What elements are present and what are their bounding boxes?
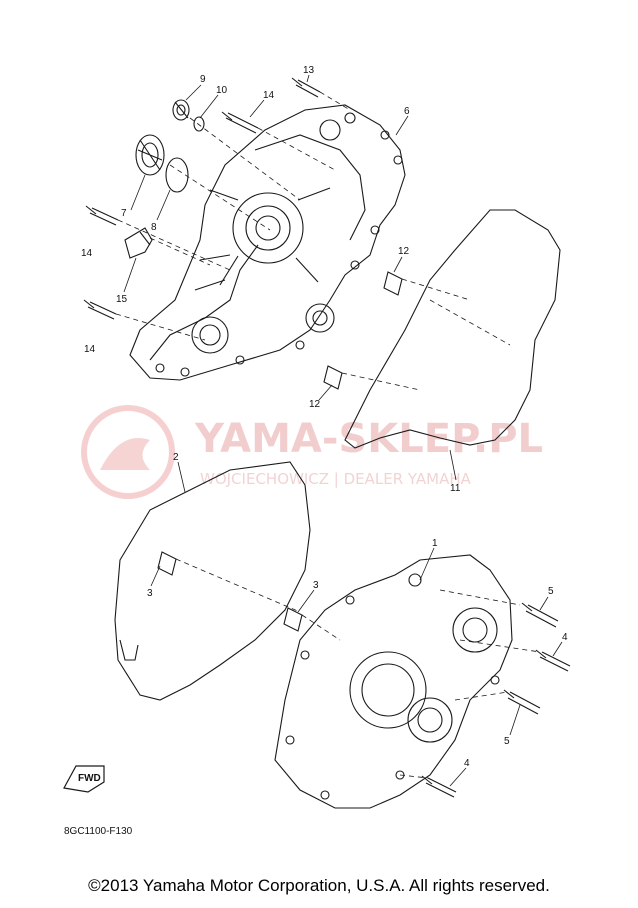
dowel-3-a	[157, 551, 177, 576]
watermark-logo-mark	[100, 438, 150, 470]
callout-5-lower: 5	[504, 736, 510, 747]
gasket-2-tab	[119, 639, 139, 661]
leader-lines	[115, 91, 541, 779]
fwd-arrow-icon	[63, 765, 105, 793]
bolt-5-b	[503, 689, 541, 715]
callout-14-mid: 14	[81, 248, 93, 259]
crankcase-cover-lower	[274, 554, 513, 809]
bolt-4-a	[535, 649, 571, 672]
callout-15: 15	[116, 294, 128, 305]
part-7-plug	[135, 134, 165, 176]
bolt-4-b	[421, 775, 457, 798]
callout-3-right: 3	[313, 580, 319, 591]
callout-3-left: 3	[147, 588, 153, 599]
watermark: YAMA-SKLEP.PL WOJCIECHOWICZ | DEALER YAM…	[81, 405, 543, 499]
watermark-logo-circle	[81, 405, 175, 499]
callout-12-upper: 12	[398, 246, 410, 257]
bolt-14-b	[85, 205, 119, 226]
dowel-3-b	[283, 607, 303, 632]
callout-ticks	[123, 74, 563, 787]
callout-13: 13	[303, 65, 315, 76]
callout-5-upper: 5	[548, 586, 554, 597]
callout-12-lower: 12	[309, 399, 321, 410]
callout-4-lower: 4	[464, 758, 470, 769]
callout-14-low: 14	[84, 344, 96, 355]
watermark-subtitle: WOJCIECHOWICZ | DEALER YAMAHA	[200, 470, 472, 488]
part-10-o-ring	[193, 116, 205, 132]
part-8-o-ring	[165, 157, 189, 193]
bolt-13	[291, 77, 321, 98]
bolt-14-a	[221, 111, 259, 134]
gasket-2	[114, 461, 311, 701]
callout-10: 10	[216, 85, 228, 96]
part-15-clamp	[124, 227, 153, 259]
callout-2: 2	[173, 452, 179, 463]
callout-1: 1	[432, 538, 438, 549]
diagram-code: 8GC1100-F130	[64, 826, 133, 837]
callout-6: 6	[404, 106, 410, 117]
callout-9: 9	[200, 74, 206, 85]
copyright-footer: ©2013 Yamaha Motor Corporation, U.S.A. A…	[88, 876, 550, 895]
part-9-plug	[172, 99, 190, 121]
dowel-12-a	[383, 271, 403, 296]
callout-4-upper: 4	[562, 632, 568, 643]
callout-7: 7	[121, 208, 127, 219]
fwd-label: FWD	[78, 773, 101, 784]
watermark-title: YAMA-SKLEP.PL	[194, 416, 543, 462]
crankcase-cover-upper	[129, 104, 406, 381]
callout-11: 11	[450, 483, 461, 494]
callout-8: 8	[151, 222, 157, 233]
callout-14-top: 14	[263, 90, 275, 101]
bolt-5-a	[521, 602, 559, 628]
bolt-14-c	[83, 299, 117, 320]
gasket-11	[344, 209, 561, 449]
dowel-12-b	[323, 365, 343, 390]
